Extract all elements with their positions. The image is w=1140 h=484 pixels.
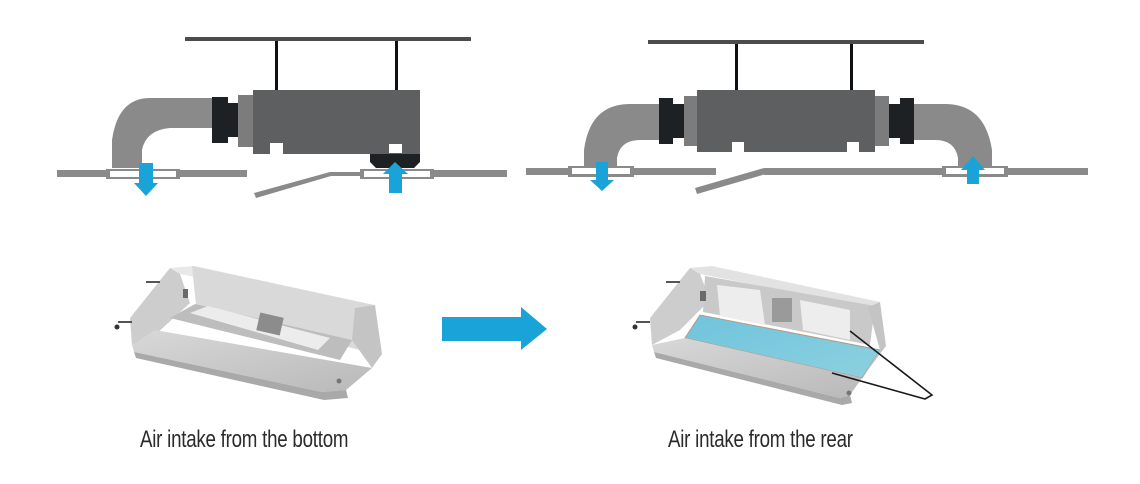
fan-housing	[800, 300, 850, 340]
drain-port	[183, 289, 188, 298]
drain-cap	[846, 390, 852, 396]
supply-elbow-duct	[584, 104, 660, 168]
drain-port	[700, 291, 706, 301]
unit-notch	[732, 142, 744, 152]
mount-bracket	[118, 321, 132, 323]
unit-render-bottom-intake	[114, 266, 382, 400]
ceiling-slab	[185, 37, 471, 41]
mount-bracket	[666, 281, 680, 283]
caption-rear-intake: Air intake from the rear	[668, 426, 853, 453]
supply-elbow-duct	[112, 98, 212, 168]
return-air-up-arrow-icon	[383, 162, 408, 193]
unit-front-lip	[132, 330, 372, 392]
mount-bolt	[632, 324, 638, 330]
transition-right-arrow-icon	[442, 307, 547, 350]
unit-front-edge	[134, 352, 348, 400]
fan-motor	[772, 298, 792, 322]
ceiling-board	[764, 168, 1088, 175]
unit-front-lip	[652, 338, 862, 398]
collar	[875, 96, 889, 146]
return-elbow-duct	[914, 104, 992, 168]
flange	[659, 98, 673, 144]
return-plenum	[370, 154, 420, 168]
schematic-rear-intake	[526, 40, 1088, 194]
supply-air-down-arrow-icon	[590, 162, 614, 191]
mount-bracket	[146, 281, 160, 283]
mount-bolt	[114, 324, 120, 330]
unit-end-face	[130, 268, 190, 345]
flange	[900, 98, 914, 144]
unit-right-end	[352, 305, 382, 368]
unit-notch	[270, 143, 283, 154]
caption-bottom-intake: Air intake from the bottom	[140, 426, 349, 453]
flange	[889, 104, 903, 138]
fan-coil-unit	[697, 90, 875, 152]
ceiling-slab	[648, 40, 924, 44]
callout-line	[831, 330, 934, 400]
return-air-up-arrow-icon	[961, 156, 985, 184]
unit-front-edge	[654, 352, 852, 405]
unit-notch	[847, 142, 859, 152]
unit-notch	[389, 144, 402, 153]
collar	[238, 95, 254, 147]
drain-cap	[336, 378, 342, 384]
unit-render-rear-intake	[632, 266, 934, 405]
schematic-bottom-intake	[57, 37, 507, 198]
flange	[670, 104, 684, 138]
fan-motor	[256, 312, 284, 336]
unit-end-face	[650, 268, 710, 345]
supply-air-down-arrow-icon	[134, 163, 158, 196]
flange	[224, 103, 238, 137]
unit-top-face	[690, 266, 880, 307]
mount-bracket	[636, 321, 650, 323]
unit-right-end	[862, 302, 886, 378]
access-panel	[254, 172, 361, 198]
fan-housing	[717, 285, 765, 325]
collar	[684, 96, 698, 146]
access-panel	[695, 168, 766, 194]
unit-rear-face	[192, 266, 380, 355]
